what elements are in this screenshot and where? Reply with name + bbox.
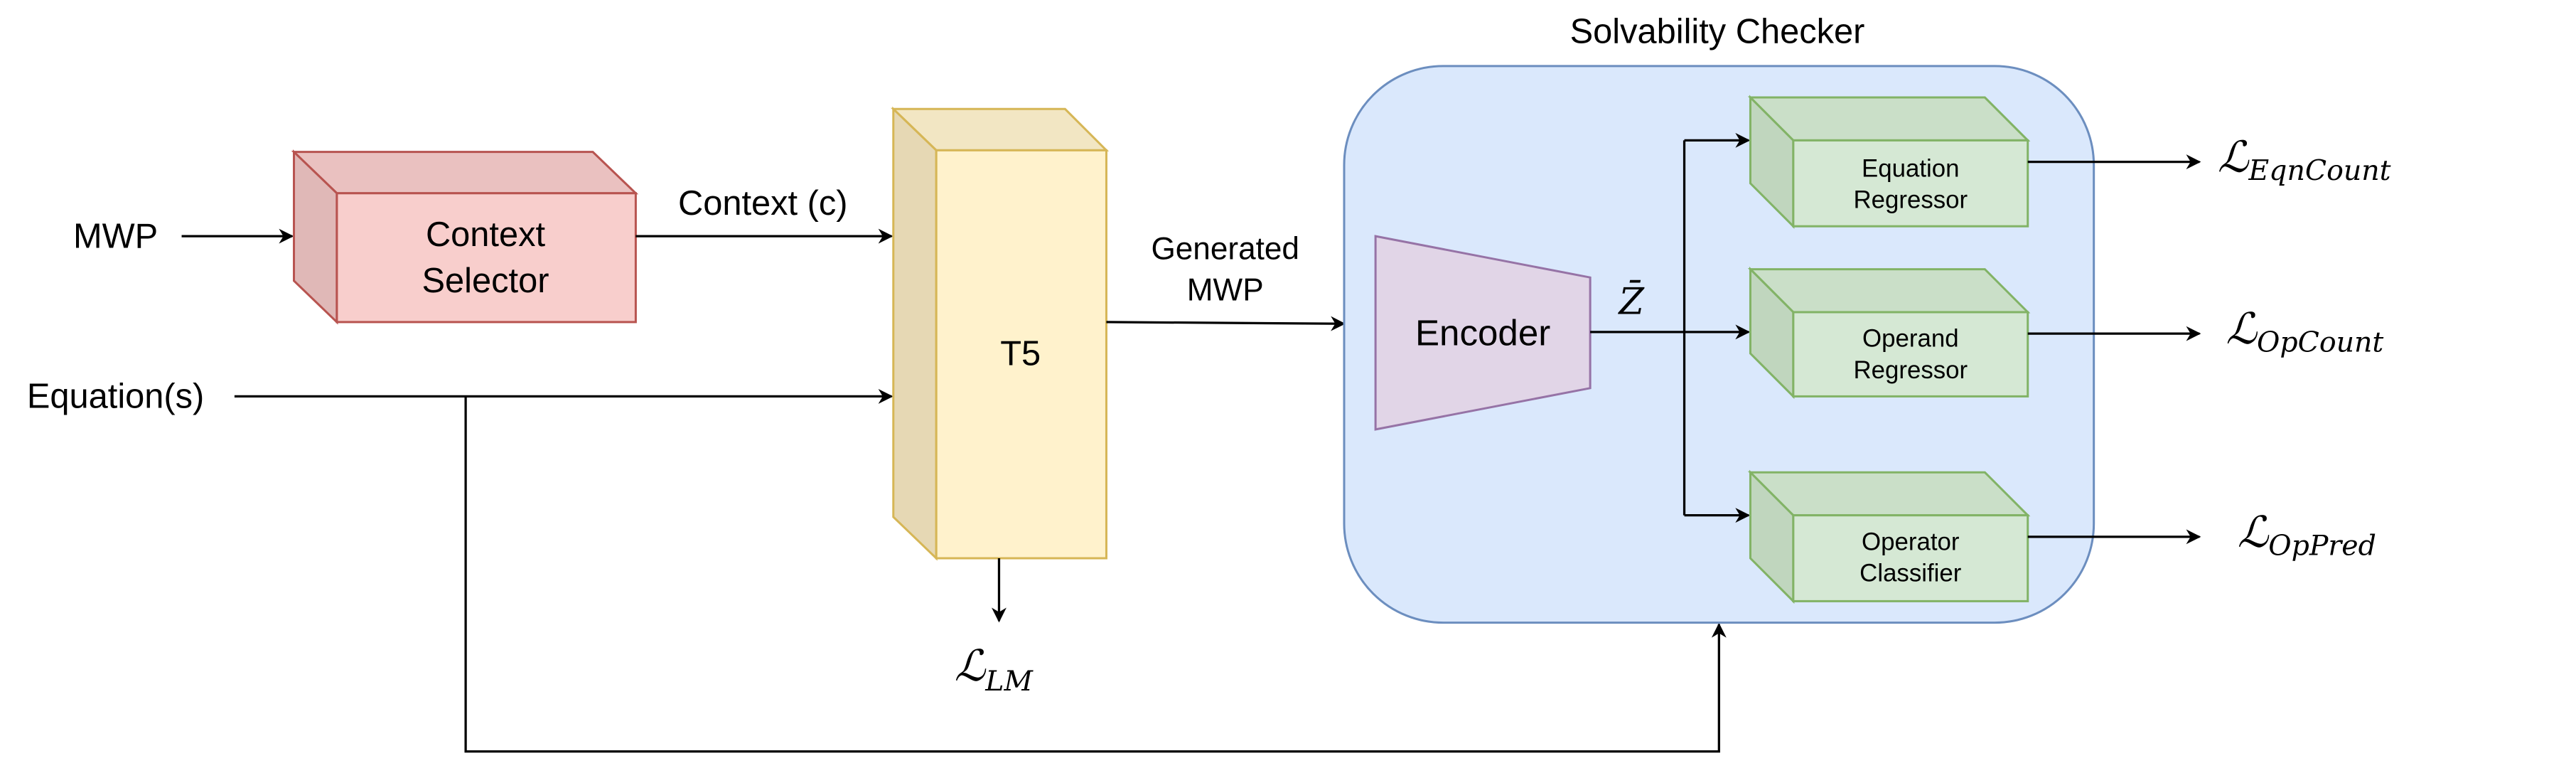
generated-mwp-label-line2: MWP: [1187, 273, 1264, 308]
solvability-checker-title: Solvability Checker: [1570, 12, 1865, 50]
context-edge-label: Context (c): [678, 184, 848, 223]
equation-regressor-top-face: [1747, 96, 2031, 142]
lm-loss-subscript: LM: [984, 665, 1034, 698]
operator-classifier-label-line1: Operator: [1862, 528, 1960, 555]
context-selector-label-line1: Context: [426, 215, 546, 254]
op-pred-loss-subscript: OpPred: [2268, 529, 2376, 562]
encoder-label: Encoder: [1415, 312, 1550, 353]
op-pred-loss-symbol: ℒ: [2238, 508, 2270, 558]
eqn-count-loss-subscript: EqnCount: [2248, 154, 2390, 187]
op-pred-loss-label: ℒOpPred: [2238, 508, 2376, 562]
operand-regressor-label-line2: Regressor: [1853, 356, 1968, 384]
lm-loss-symbol: ℒ: [955, 641, 987, 691]
encoder-block: [1374, 235, 1592, 431]
operand-regressor-front-face: [1792, 311, 2029, 398]
operator-classifier-label-line2: Classifier: [1859, 560, 1962, 587]
generated-mwp-label-line1: Generated: [1151, 232, 1299, 267]
context-selector-front-face: [336, 192, 637, 324]
generated-mwp-arrow: [1106, 316, 1346, 331]
context-selector-top-face: [291, 151, 639, 195]
latent-z-label: Z̄: [1617, 280, 1645, 323]
eqn-count-loss-label: ℒEqnCount: [2218, 133, 2391, 188]
equation-regressor-front-face: [1792, 139, 2029, 228]
operand-regressor-block: Operand Regressor: [1747, 266, 2031, 400]
equation-regressor-block: Equation Regressor: [1747, 95, 2031, 229]
context-selector-block: Context Selector: [291, 149, 639, 325]
eqn-count-loss-symbol: ℒ: [2218, 133, 2250, 183]
operand-regressor-top-face: [1747, 268, 2031, 314]
t5-label: T5: [1000, 334, 1041, 373]
operand-regressor-label-line1: Operand: [1862, 325, 1959, 353]
t5-side-face: [892, 106, 938, 561]
operator-classifier-front-face: [1792, 514, 2029, 602]
op-count-loss-symbol: ℒ: [2226, 304, 2258, 354]
context-selector-label-line2: Selector: [422, 262, 549, 300]
operator-classifier-block: Operator Classifier: [1747, 469, 2031, 604]
equation-regressor-label-line1: Equation: [1862, 155, 1960, 183]
equation-regressor-label-line2: Regressor: [1853, 186, 1968, 214]
op-count-loss-label: ℒOpCount: [2226, 304, 2384, 359]
operator-classifier-top-face: [1747, 471, 2031, 517]
equations-feedback-line: [464, 396, 1727, 753]
op-count-loss-subscript: OpCount: [2257, 326, 2383, 359]
t5-block: T5: [891, 106, 1110, 561]
lm-loss-label: ℒLM: [955, 641, 1034, 698]
t5-front-face: [935, 149, 1107, 560]
equations-input-label: Equation(s): [27, 378, 204, 416]
mwp-input-label: MWP: [73, 217, 158, 255]
